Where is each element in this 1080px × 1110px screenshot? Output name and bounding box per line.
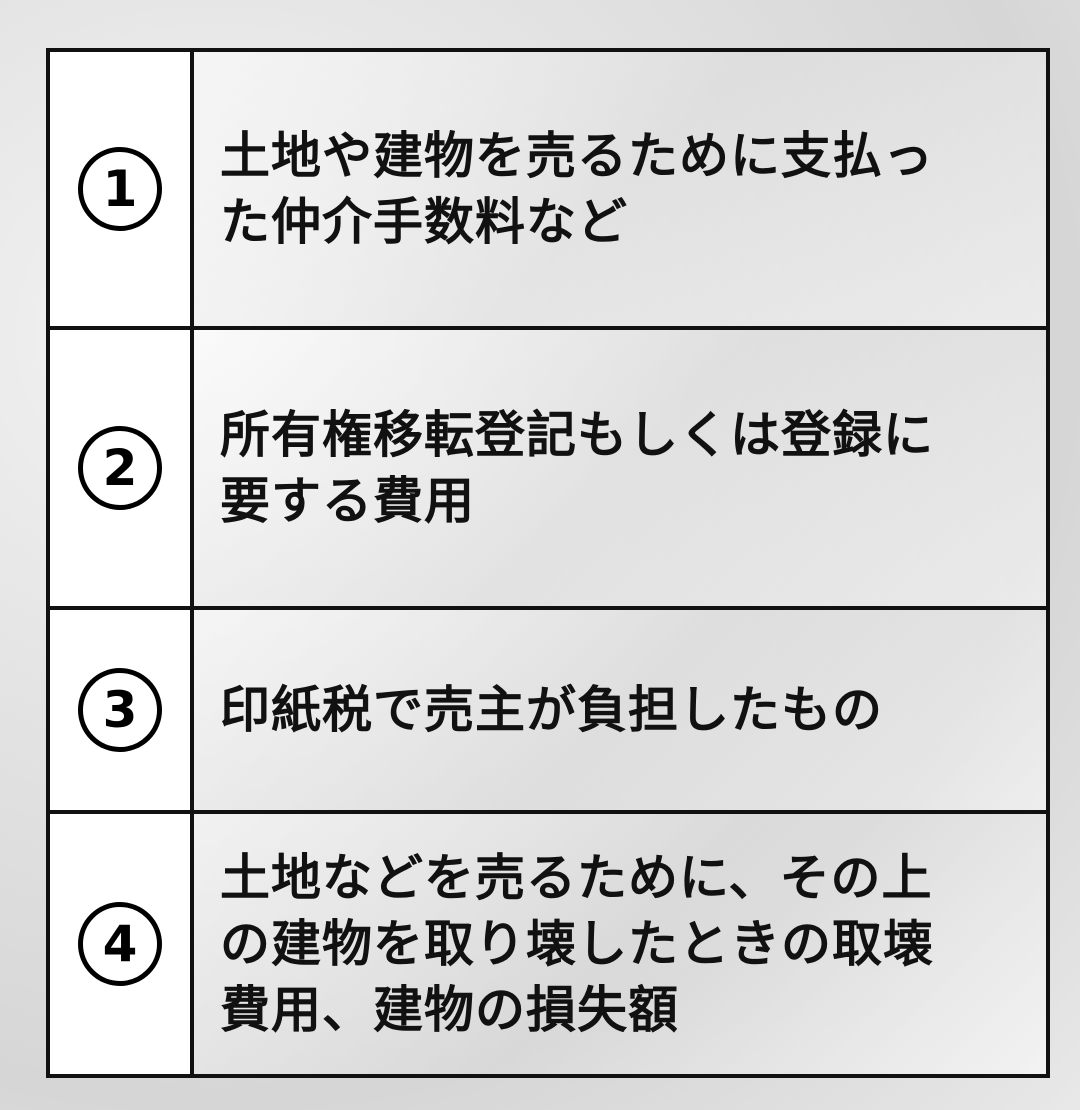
table-row: 4 土地などを売るために、その上 の建物を取り壊したときの取壊 費用、建物の損失…	[50, 814, 1046, 1074]
item-text: の建物を取り壊したときの取壊	[220, 915, 934, 973]
text-cell: 印紙税で売主が負担したもの	[194, 610, 1046, 810]
number-cell: 4	[50, 814, 194, 1074]
item-text: た仲介手数料など	[220, 193, 628, 251]
text-cell: 土地などを売るために、その上 の建物を取り壊したときの取壊 費用、建物の損失額	[194, 814, 1046, 1074]
text-cell: 所有権移転登記もしくは登録に 要する費用	[194, 330, 1046, 606]
text-cell: 土地や建物を売るために支払っ た仲介手数料など	[194, 52, 1046, 326]
expense-table: 1 土地や建物を売るために支払っ た仲介手数料など 2 所有権移転登記もしくは登…	[46, 48, 1050, 1078]
item-text: 土地などを売るために、その上	[220, 849, 933, 907]
item-text: 印紙税で売主が負担したもの	[220, 681, 883, 739]
number-cell: 2	[50, 330, 194, 606]
circled-number: 2	[78, 426, 162, 510]
number-cell: 3	[50, 610, 194, 810]
number-cell: 1	[50, 52, 194, 326]
table-row: 1 土地や建物を売るために支払っ た仲介手数料など	[50, 52, 1046, 330]
table-row: 2 所有権移転登記もしくは登録に 要する費用	[50, 330, 1046, 610]
item-text: 土地や建物を売るために支払っ	[220, 127, 934, 185]
item-text: 所有権移転登記もしくは登録に	[220, 406, 934, 464]
item-text: 費用、建物の損失額	[220, 981, 679, 1039]
circled-number: 3	[78, 668, 162, 752]
table-row: 3 印紙税で売主が負担したもの	[50, 610, 1046, 814]
circled-number: 1	[78, 147, 162, 231]
item-text: 要する費用	[220, 472, 475, 530]
circled-number: 4	[78, 902, 162, 986]
